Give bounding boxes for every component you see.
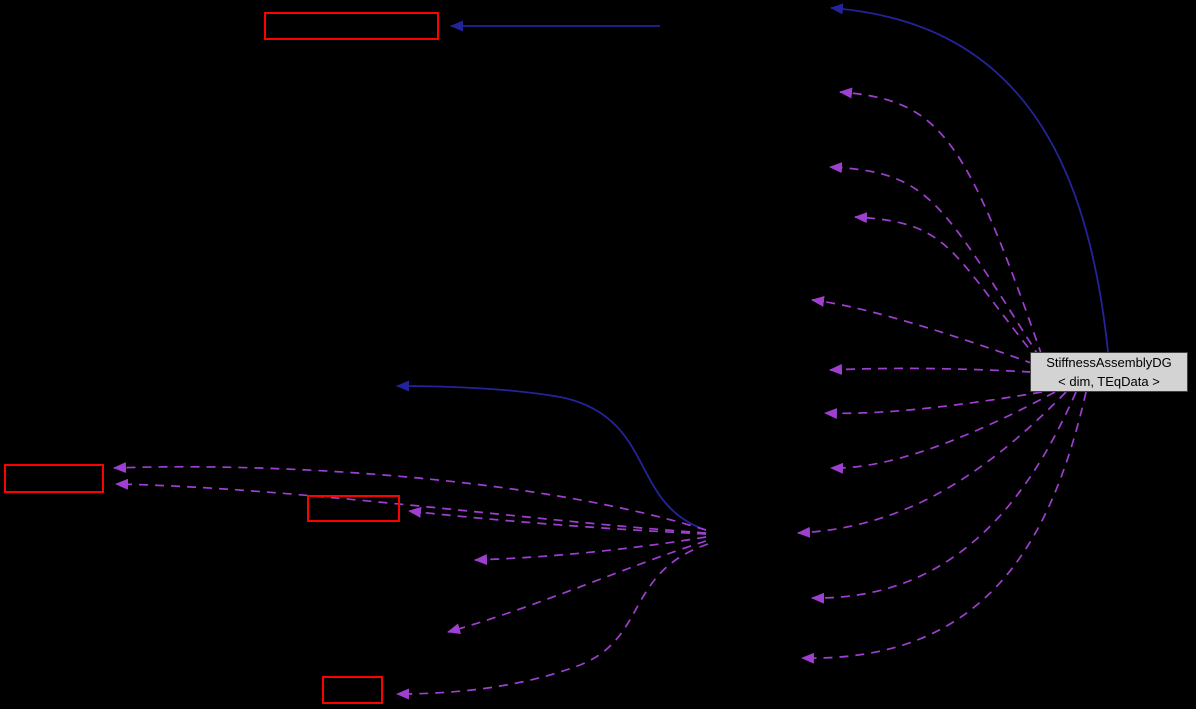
usage-edge-usage-r2 xyxy=(829,162,1041,359)
inheritance-edge-inh-main-top xyxy=(830,3,1109,353)
class-node-unresolved-node-bottom[interactable] xyxy=(322,676,383,704)
edges-group xyxy=(113,3,1109,700)
class-node-stiffness-assembly-dg[interactable]: StiffnessAssemblyDG < dim, TEqData > xyxy=(1030,352,1188,392)
class-node-unresolved-node-left[interactable] xyxy=(4,464,104,493)
class-name-label: StiffnessAssemblyDG xyxy=(1046,355,1172,370)
usage-edge-usage-l4 xyxy=(474,536,707,566)
inheritance-edge-inh-mid-left xyxy=(396,380,704,530)
usage-edge-usage-r6 xyxy=(824,391,1043,419)
usage-edge-usage-l3 xyxy=(408,506,707,535)
usage-edge-usage-l2 xyxy=(115,478,707,534)
usage-edge-usage-l5 xyxy=(447,540,707,635)
usage-edge-usage-r4 xyxy=(811,295,1035,365)
usage-edge-usage-l1 xyxy=(113,462,707,531)
template-params-label: < dim, TEqData > xyxy=(1058,374,1160,389)
unresolved-nodes-group xyxy=(4,12,439,704)
usage-edge-usage-r10 xyxy=(801,391,1087,664)
usage-edge-usage-r3 xyxy=(854,212,1039,361)
usage-edge-usage-r5 xyxy=(829,363,1032,375)
class-node-unresolved-node-top-left[interactable] xyxy=(264,12,439,40)
class-node-unresolved-node-middle-left[interactable] xyxy=(307,495,400,522)
usage-edge-usage-l6 xyxy=(396,543,709,700)
usage-edge-usage-r8 xyxy=(797,391,1067,538)
usage-edge-usage-r1 xyxy=(839,87,1043,357)
usage-edge-usage-r9 xyxy=(811,391,1077,604)
usage-edge-usage-r7 xyxy=(830,391,1056,474)
